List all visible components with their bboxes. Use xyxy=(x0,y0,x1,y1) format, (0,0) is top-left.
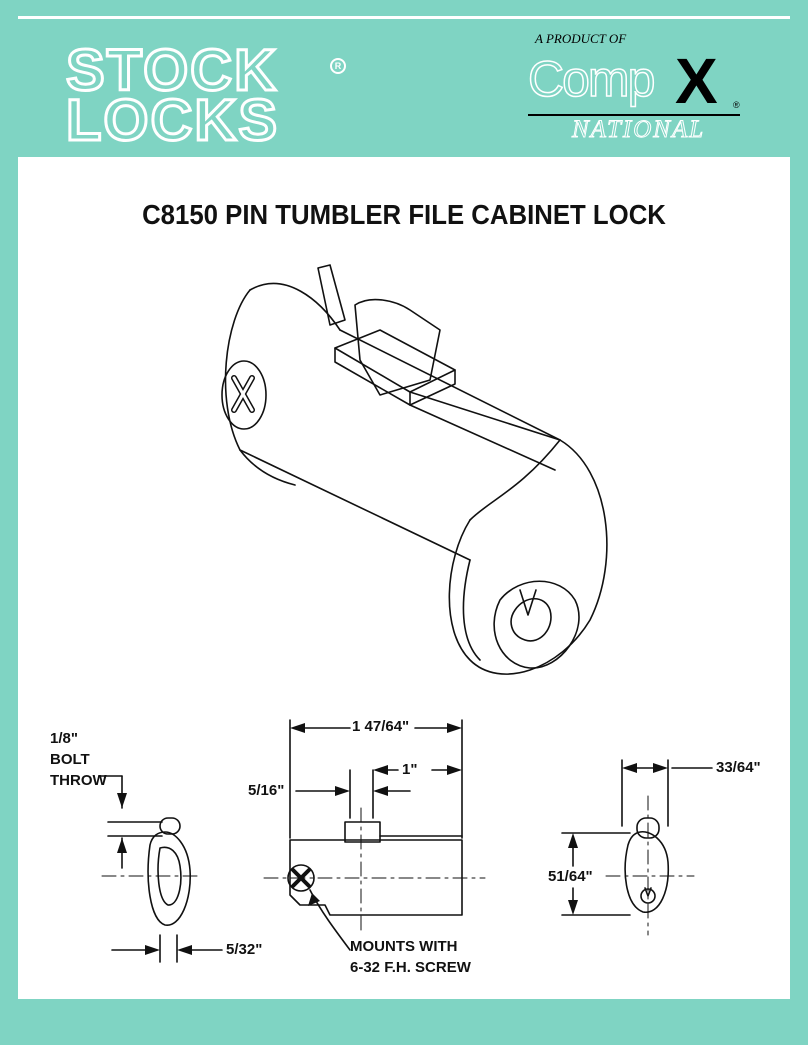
bolt-width-dim-label: 5/16" xyxy=(248,782,285,799)
stock-locks-logo-line1: STOCK xyxy=(65,38,278,103)
drawing-sheet xyxy=(18,157,790,999)
compx-logo-x: X xyxy=(675,45,718,117)
national-logo-word: NATIONAL xyxy=(571,116,706,144)
face-width-dim-label: 33/64" xyxy=(716,759,761,776)
header-rule xyxy=(18,16,790,19)
compx-logo-word: Comp xyxy=(527,50,656,108)
registered-mark-icon: R xyxy=(330,58,346,74)
mount-note-line1: MOUNTS WITH xyxy=(350,938,458,955)
overall-length-dim-label: 1 47/64" xyxy=(352,718,410,735)
bolt-throw-dim-line3: THROW xyxy=(50,772,107,789)
face-height-dim-label: 51/64" xyxy=(548,868,593,885)
bolt-throw-dim-line2: BOLT xyxy=(50,751,90,768)
side-width-dim-label: 5/32" xyxy=(226,941,263,958)
side-view-drawing xyxy=(98,775,223,963)
page-title: C8150 PIN TUMBLER FILE CABINET LOCK xyxy=(142,199,666,230)
top-view-drawing xyxy=(263,719,486,951)
product-of-label: A PRODUCT OF xyxy=(535,31,627,46)
stock-locks-logo-line2: LOCKS xyxy=(65,88,279,153)
bolt-offset-dim-label: 1" xyxy=(402,761,418,778)
dimension-arrowheads xyxy=(117,723,668,955)
mount-note-line2: 6-32 F.H. SCREW xyxy=(350,959,471,976)
bolt-throw-dim-line1: 1/8" xyxy=(50,730,78,747)
compx-logo-rule xyxy=(528,114,740,116)
compx-registered-mark: ® xyxy=(733,100,740,110)
face-view-drawing xyxy=(561,759,713,936)
isometric-lock-illustration xyxy=(221,264,608,675)
